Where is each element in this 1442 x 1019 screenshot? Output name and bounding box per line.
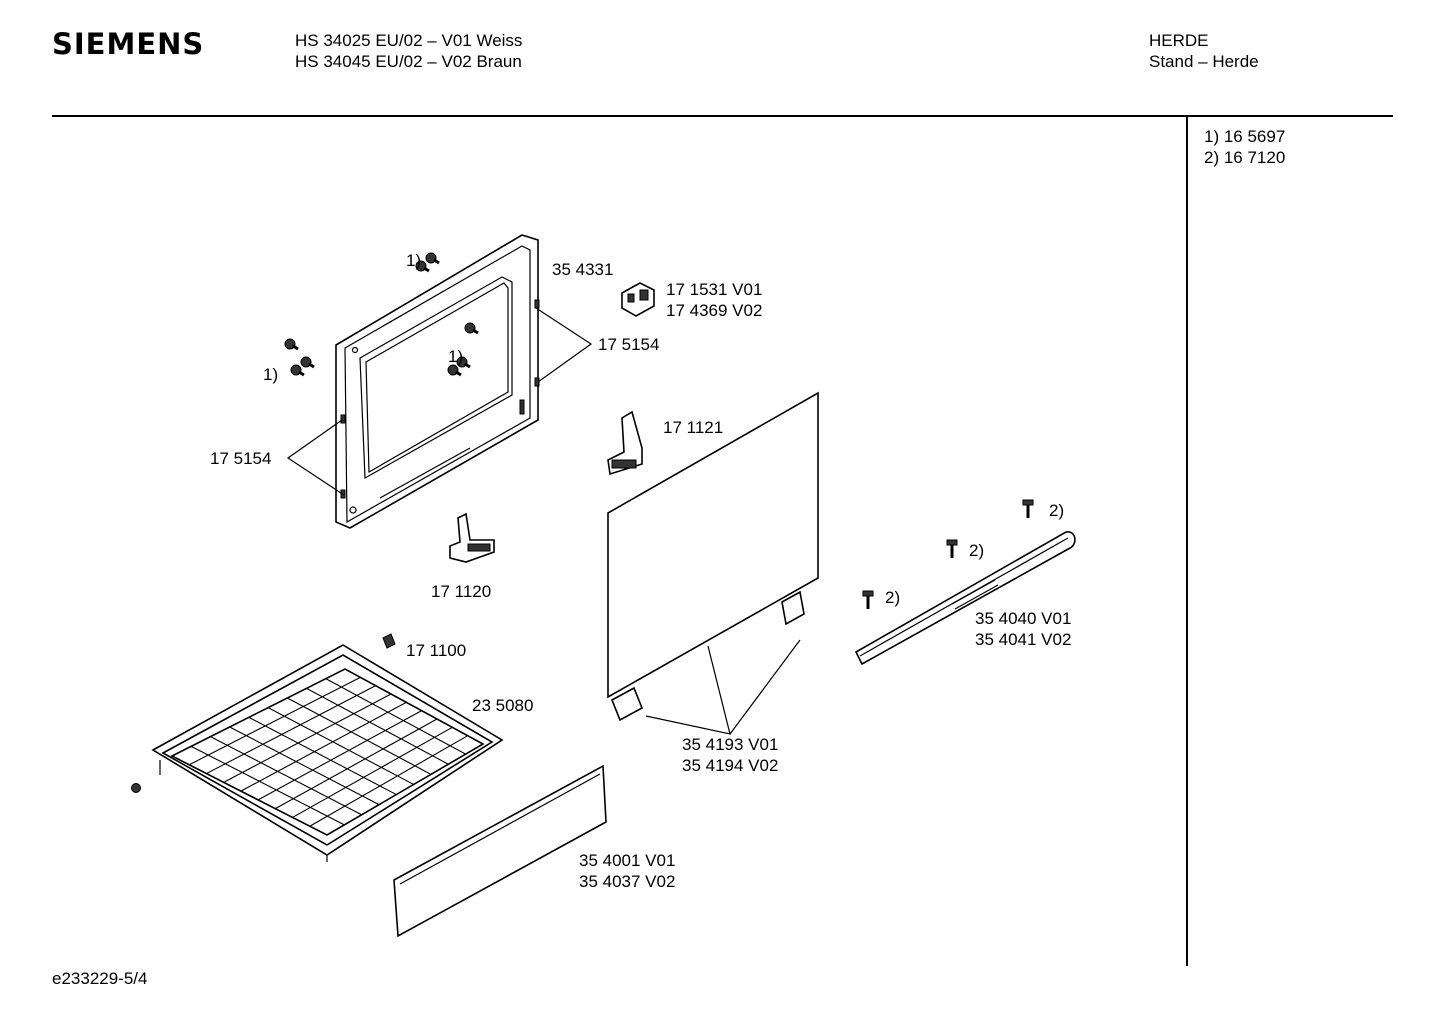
tray-grid-line	[188, 676, 361, 766]
label-panel-1: 35 4001 V01	[579, 851, 675, 870]
label-door-frame: 35 4331	[552, 260, 613, 279]
label-handle-1: 35 4040 V01	[975, 609, 1071, 628]
tray-grid-line	[240, 701, 407, 792]
label-handle-2: 35 4041 V02	[975, 630, 1071, 649]
model-line-1: HS 34025 EU/02 – V01 Weiss	[295, 31, 523, 50]
hinge-top	[621, 282, 655, 317]
tray-grid-line	[206, 685, 376, 775]
label-tray: 23 5080	[472, 696, 533, 715]
brand-logo: SIEMENS	[52, 27, 205, 61]
footnote-2: 2) 16 7120	[1204, 148, 1286, 167]
label-hinge-top-1: 17 1531 V01	[666, 280, 762, 299]
door-frame	[335, 234, 540, 529]
label-hinge-upper: 17 1121	[663, 418, 723, 437]
label-screw-ref-2: 2)	[969, 541, 984, 560]
label-screw-ref-1: 2)	[1049, 501, 1064, 520]
tray-grid-line	[292, 726, 453, 818]
screw-set-1	[284, 252, 479, 377]
label-screw-ref-3: 2)	[885, 588, 900, 607]
label-foot: 17 1100	[406, 641, 466, 660]
glass-clips	[610, 590, 805, 735]
tray-grid-line	[229, 726, 380, 806]
label-glass-clips-2: 35 4194 V02	[682, 756, 778, 775]
label-spring-right: 17 5154	[598, 335, 659, 354]
front-panel	[393, 764, 607, 938]
screw-set-2	[862, 499, 1034, 609]
tray-grid-line	[306, 687, 449, 765]
tray-grid-line	[309, 735, 468, 827]
model-line-2: HS 34045 EU/02 – V02 Braun	[295, 52, 522, 71]
handle	[854, 531, 1076, 666]
footnote-1: 1) 16 5697	[1204, 127, 1286, 146]
hinge-lower	[449, 512, 495, 563]
label-glass-clips-1: 35 4193 V01	[682, 735, 778, 754]
tray-grid-line	[257, 710, 422, 801]
tray-grid-line	[223, 693, 392, 783]
tray-grid-line	[210, 736, 362, 816]
label-panel-2: 35 4037 V02	[579, 872, 675, 891]
label-hinge-top-2: 17 4369 V02	[666, 301, 762, 320]
drawing-code: e233229-5/4	[52, 969, 148, 988]
tray-grid-line	[190, 745, 345, 826]
hinge-upper	[607, 410, 643, 476]
glass-panel	[607, 391, 819, 699]
baking-tray	[151, 644, 504, 862]
label-spring-left: 17 5154	[210, 449, 271, 468]
spring-leaders	[286, 307, 593, 496]
tray-grid-line	[267, 707, 414, 785]
label-hinge-lower: 17 1120	[431, 582, 491, 601]
label-screw-ref-left: 1)	[263, 365, 278, 384]
label-screw-ref-center: 1)	[448, 347, 463, 366]
label-screw-ref-top: 1)	[406, 251, 421, 270]
tray-grid-line	[287, 697, 432, 775]
category: HERDE	[1149, 31, 1209, 50]
tray-grid-line	[248, 716, 397, 796]
foot	[131, 633, 396, 793]
subcategory: Stand – Herde	[1149, 52, 1259, 71]
tray-grid-line	[325, 678, 466, 755]
tray-grid-line	[275, 718, 438, 810]
